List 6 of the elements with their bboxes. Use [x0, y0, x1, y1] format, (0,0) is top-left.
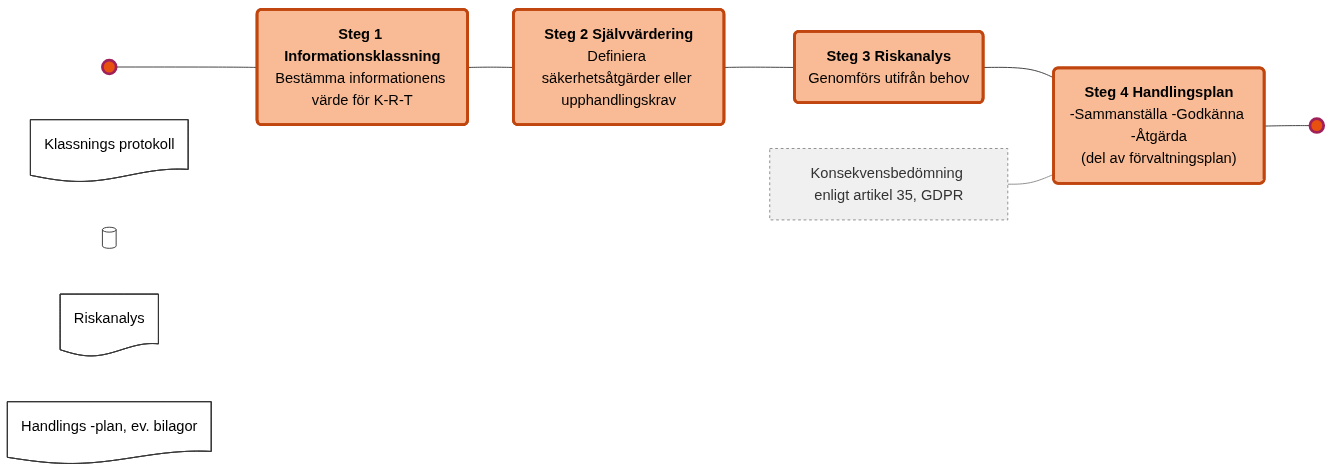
connector — [1264, 124, 1311, 127]
connector — [115, 66, 258, 68]
node-box: Konsekvensbedömning enligt artikel 35, GDPR — [769, 147, 1009, 220]
node-cylinder — [101, 226, 117, 249]
node-circle — [1308, 116, 1326, 134]
node-circle — [101, 58, 118, 75]
